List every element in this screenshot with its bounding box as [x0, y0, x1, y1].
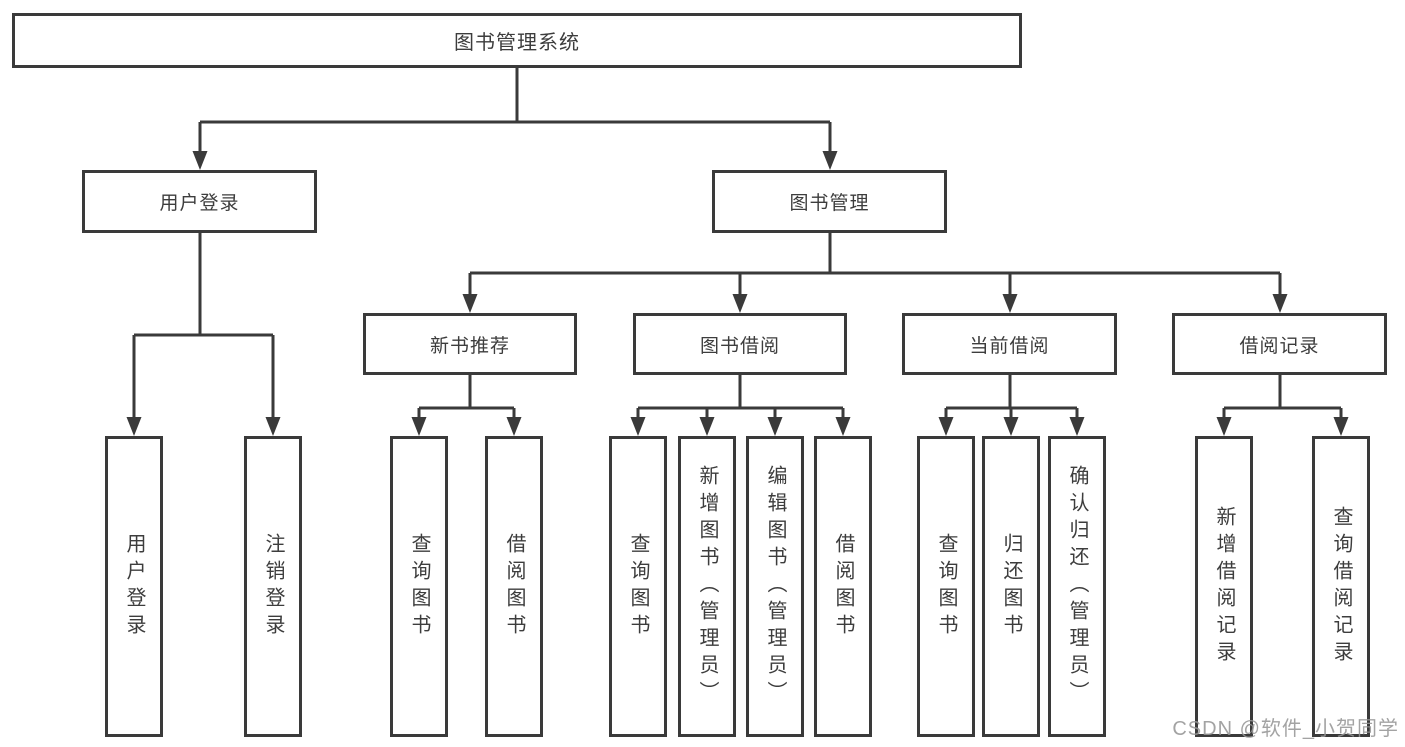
node-user-login-branch: 用户登录 [82, 170, 317, 233]
csdn-watermark: CSDN @软件_小贺同学 [1172, 718, 1399, 740]
leaf-query-books-recommend: 查询图书 [390, 436, 448, 737]
leaf-add-books-admin: 新增图书（管理员） [678, 436, 736, 737]
leaf-borrow-books-borrowing: 借阅图书 [814, 436, 872, 737]
node-borrowing-records: 借阅记录 [1172, 313, 1387, 375]
leaf-add-borrow-record: 新增借阅记录 [1195, 436, 1253, 737]
leaf-query-books-borrowing: 查询图书 [609, 436, 667, 737]
leaf-borrow-books-recommend: 借阅图书 [485, 436, 543, 737]
node-book-borrowing: 图书借阅 [633, 313, 847, 375]
node-current-borrowing: 当前借阅 [902, 313, 1117, 375]
node-library-management-system: 图书管理系统 [12, 13, 1022, 68]
leaf-return-books: 归还图书 [982, 436, 1040, 737]
leaf-query-borrow-record: 查询借阅记录 [1312, 436, 1370, 737]
node-new-book-recommendation: 新书推荐 [363, 313, 577, 375]
arrowheads [126, 151, 1349, 436]
node-book-management-branch: 图书管理 [712, 170, 947, 233]
leaf-edit-books-admin: 编辑图书（管理员） [746, 436, 804, 737]
leaf-query-books-current: 查询图书 [917, 436, 975, 737]
leaf-logout: 注销登录 [244, 436, 302, 737]
leaf-confirm-return-admin: 确认归还（管理员） [1048, 436, 1106, 737]
leaf-user-login: 用户登录 [105, 436, 163, 737]
